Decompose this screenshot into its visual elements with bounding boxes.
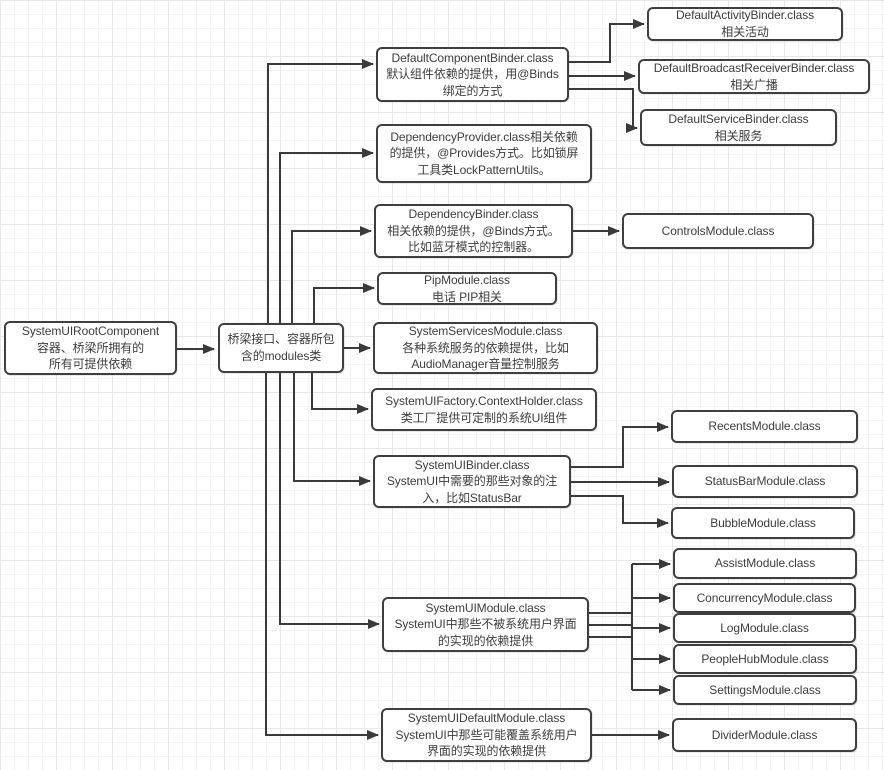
node-divider-module: DividerModule.class [672,718,857,752]
node-systemui-module: SystemUIModule.class SystemUI中那些不被系统用户界面… [382,597,589,652]
node-systemui-binder: SystemUIBinder.class SystemUI中需要的那些对象的注 … [373,455,571,508]
node-systemui-factory-context-holder: SystemUIFactory.ContextHolder.class 类工厂提… [371,388,597,431]
node-label: 桥梁接口、容器所包 含的modules类 [227,332,335,363]
node-peoplehub-module: PeopleHubModule.class [673,644,857,674]
node-label: DependencyBinder.class 相关依赖的提供，@Binds方式。… [387,207,560,255]
node-default-activity-binder: DefaultActivityBinder.class 相关活动 [647,7,843,41]
node-label: DependencyProvider.class相关依赖 的提供，@Provid… [389,129,579,177]
node-label: LogModule.class [720,620,809,635]
node-label: SystemUIDefaultModule.class SystemUI中那些可… [395,711,578,759]
node-label: DefaultBroadcastReceiverBinder.class 相关广… [653,60,855,92]
node-concurrency-module: ConcurrencyModule.class [673,583,856,613]
edge-bridge-to-dependency-binder [291,226,372,323]
node-settings-module: SettingsModule.class [673,675,857,705]
edge-bridge-to-systemui-binder [293,372,371,486]
node-label: DefaultActivityBinder.class 相关活动 [675,8,815,39]
node-label: DefaultComponentBinder.class 默认组件依赖的提供，用… [386,50,559,98]
edge-suib-to-recents-module [571,422,669,468]
node-label: DividerModule.class [711,727,818,742]
node-label: BubbleModule.class [710,515,816,530]
node-recents-module: RecentsModule.class [671,410,858,443]
node-default-component-binder: DefaultComponentBinder.class 默认组件依赖的提供，用… [376,47,569,102]
edge-bridge-to-dependency-provider [279,148,374,323]
node-label: SystemUIFactory.ContextHolder.class 类工厂提… [385,393,583,425]
edge-bridge-to-systemui-factory [311,372,369,414]
node-bridge-modules: 桥梁接口、容器所包 含的modules类 [218,323,344,373]
node-assist-module: AssistModule.class [673,548,857,579]
node-label: PeopleHubModule.class [701,651,829,666]
node-label: AssistModule.class [714,556,816,571]
edge-bridge-to-systemui-module [279,372,380,629]
node-label: SystemUIRootComponent 容器、桥梁所拥有的 所有可提供依赖 [21,324,160,372]
node-dependency-provider: DependencyProvider.class相关依赖 的提供，@Provid… [376,124,592,183]
node-label: SystemUIModule.class SystemUI中那些不被系统用户界面… [394,600,577,648]
edge-dcb-to-default-service-binder [568,88,638,133]
node-systemui-default-module: SystemUIDefaultModule.class SystemUI中那些可… [381,708,592,762]
node-label: SystemServicesModule.class 各种系统服务的依赖提供，比… [402,324,569,372]
node-label: ConcurrencyModule.class [696,590,833,605]
node-default-broadcast-receiver-binder: DefaultBroadcastReceiverBinder.class 相关广… [638,59,870,94]
edge-bridge-to-systemui-default-module [265,372,379,740]
edge-dcb-to-default-activity-binder [568,19,645,63]
node-log-module: LogModule.class [673,613,856,643]
node-pip-module: PipModule.class 电话 PIP相关 [377,272,557,305]
node-label: DefaultServiceBinder.class 相关服务 [668,111,809,143]
node-controls-module: ControlsModule.class [622,213,814,249]
node-bubble-module: BubbleModule.class [671,507,855,539]
node-statusbar-module: StatusBarModule.class [672,465,858,498]
edge-suib-to-bubble-module [571,495,669,528]
node-systemui-root-component: SystemUIRootComponent 容器、桥梁所拥有的 所有可提供依赖 [4,321,177,375]
node-label: PipModule.class 电话 PIP相关 [424,272,510,304]
node-label: SettingsModule.class [709,682,821,697]
edge-bridge-to-pip-module [313,283,375,323]
node-label: ControlsModule.class [661,223,775,238]
node-system-services-module: SystemServicesModule.class 各种系统服务的依赖提供，比… [373,322,598,374]
node-label: StatusBarModule.class [704,474,826,489]
node-default-service-binder: DefaultServiceBinder.class 相关服务 [640,109,837,146]
node-label: RecentsModule.class [708,419,821,434]
node-dependency-binder: DependencyBinder.class 相关依赖的提供，@Binds方式。… [374,204,573,258]
node-label: SystemUIBinder.class SystemUI中需要的那些对象的注 … [386,457,558,505]
edge-bridge-to-default-component-binder [267,59,374,323]
